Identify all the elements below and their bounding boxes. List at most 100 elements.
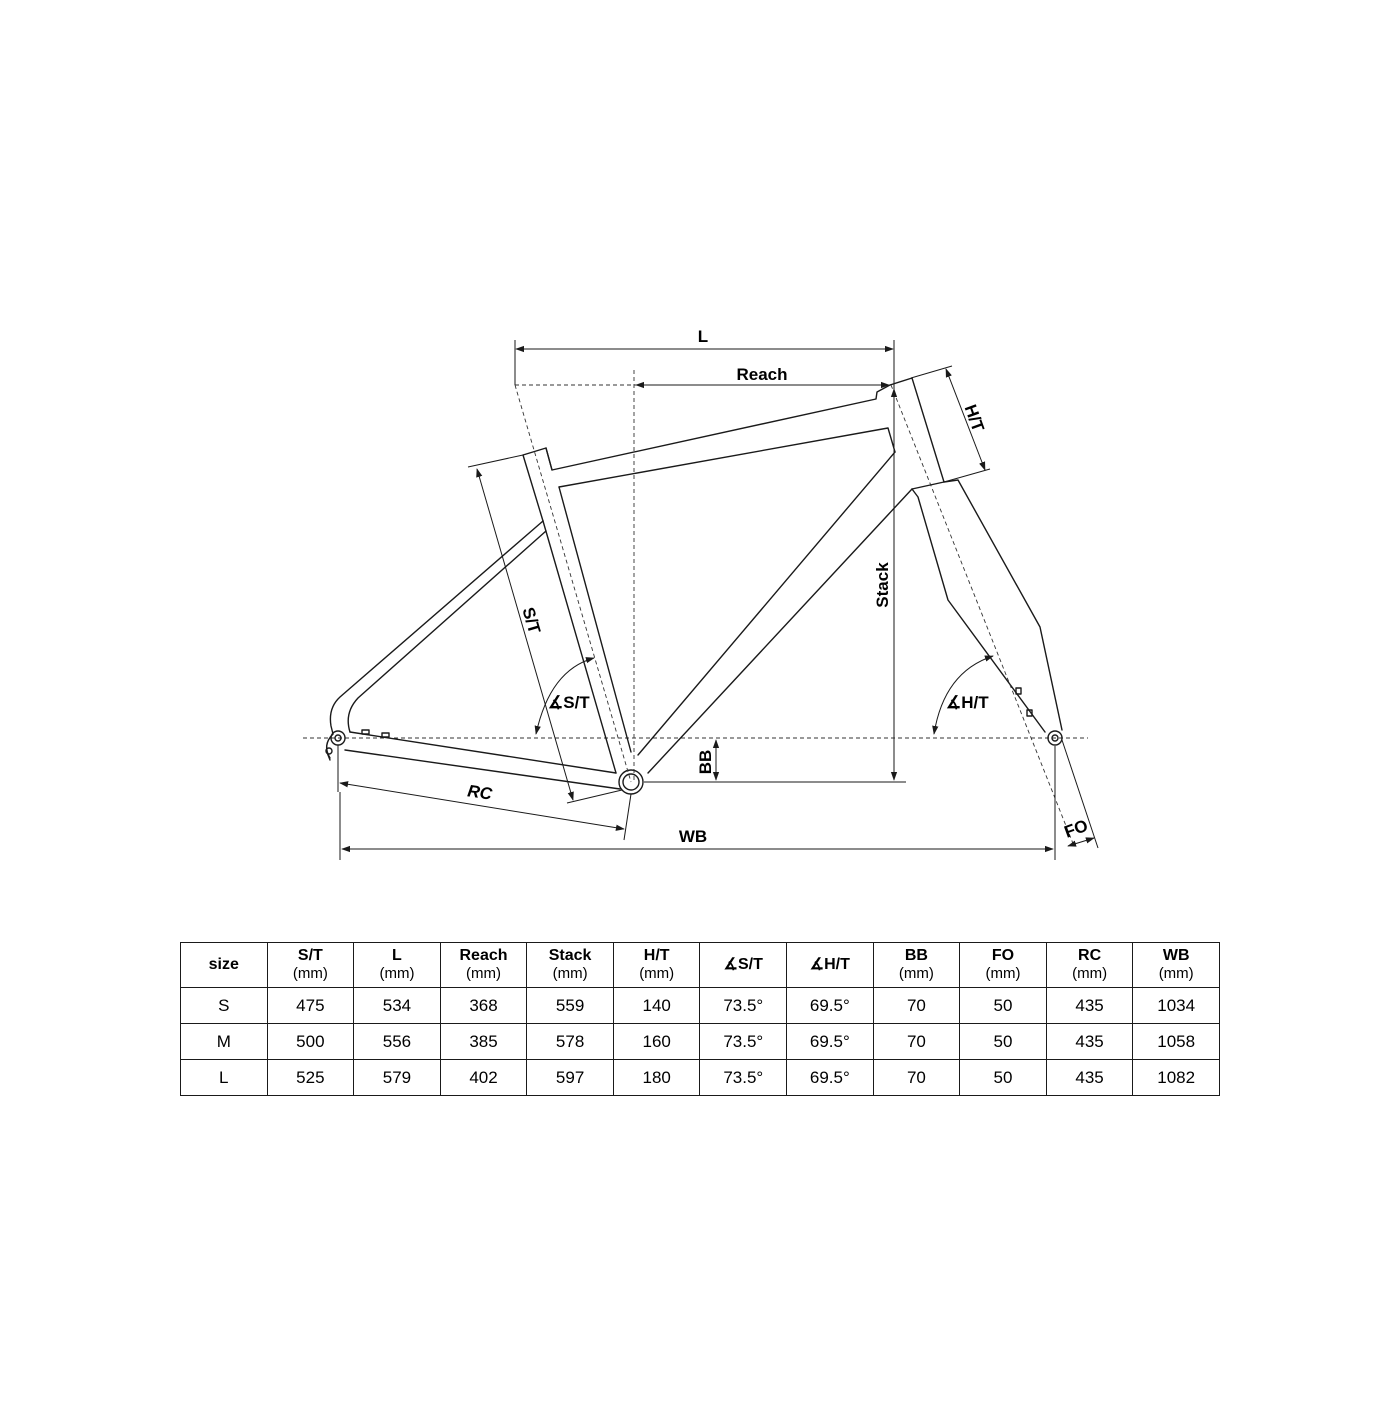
column-header-label: size [208,956,239,973]
fo-label: FO [1062,816,1091,842]
frame-geometry-diagram: L Reach H/T S/T Stack ∡S/T ∡H/T BB RC WB… [303,327,1099,860]
table-cell: 70 [872,987,961,1024]
column-header-unit: (mm) [292,965,328,982]
column-header-label: BB [904,947,928,964]
table-cell: 1034 [1132,987,1220,1024]
rc-label: RC [466,781,494,803]
ht-angle-arc [932,655,994,735]
size-cell: L [180,1059,268,1096]
column-header: S/T(mm) [266,942,355,988]
column-header: size [180,942,268,988]
st-label: S/T [518,605,544,636]
top-tube [545,384,891,471]
bike-frame-outline [325,377,1063,795]
chain-stay [344,731,621,790]
column-header-unit: (mm) [639,965,675,982]
column-header: BB(mm) [872,942,961,988]
table-cell: 534 [353,987,441,1024]
column-header-unit: (mm) [985,965,1021,982]
table-cell: 435 [1045,1059,1134,1096]
column-header-label: Stack [548,947,592,964]
column-header: Reach(mm) [439,942,528,988]
seat-tube-axis [514,384,632,783]
column-header-label: Reach [459,947,508,964]
cable-guide-1 [361,729,370,735]
column-header-label: S/T [297,947,323,964]
column-header-label: WB [1162,947,1190,964]
column-header-unit: (mm) [552,965,588,982]
table-cell: 73.5° [699,1059,788,1096]
table-cell: 50 [959,1023,1047,1060]
rear-axle-inner [334,734,342,742]
st-dimension-line [476,468,574,801]
column-header: H/T(mm) [612,942,701,988]
column-header: ∡S/T [699,942,788,988]
reach-label: Reach [736,365,787,384]
column-header-unit: (mm) [1072,965,1108,982]
ht-dimension-line [945,368,986,471]
bb-label: BB [696,750,715,775]
table-cell: 475 [266,987,355,1024]
column-header-label: L [392,947,402,964]
table-cell: 70 [872,1023,961,1060]
table-cell: 160 [612,1023,701,1060]
table-cell: 435 [1045,1023,1134,1060]
rc-dimension-line [339,781,625,831]
column-header-label: RC [1078,947,1102,964]
table-cell: 500 [266,1023,355,1060]
table-cell: 556 [353,1023,441,1060]
table-cell: 73.5° [699,1023,788,1060]
fo-ext [1061,739,1099,849]
table-cell: 578 [526,1023,614,1060]
fo-dimension-line [1067,837,1095,847]
wb-label: WB [679,827,707,846]
head-tube [889,377,945,490]
table-cell: 69.5° [786,1059,874,1096]
table-cell: 1058 [1132,1023,1220,1060]
ht-ext-bottom [943,468,991,483]
table-cell: 50 [959,1059,1047,1096]
l-label: L [698,327,708,346]
table-cell: 180 [612,1059,701,1096]
table-cell: 70 [872,1059,961,1096]
table-cell: 559 [526,987,614,1024]
seat-stay [329,520,547,735]
table-cell: 1082 [1132,1059,1220,1096]
size-cell: S [180,987,268,1024]
table-cell: 435 [1045,987,1134,1024]
table-cell: 69.5° [786,1023,874,1060]
st-ext-bottom [566,789,623,804]
fork-mount-1 [1015,687,1022,695]
table-cell: 402 [439,1059,528,1096]
table-cell: 525 [266,1059,355,1096]
column-header: ∡H/T [786,942,874,988]
size-cell: M [180,1023,268,1060]
fork [911,479,1063,733]
column-header: Stack(mm) [526,942,614,988]
cable-guide-2 [381,732,390,738]
column-header-unit: (mm) [466,965,502,982]
table-cell: 73.5° [699,987,788,1024]
column-header-label: H/T [643,947,670,964]
st-angle-arc [534,657,595,735]
steering-axis [890,384,1075,847]
column-header: L(mm) [353,942,441,988]
stack-label: Stack [873,562,892,608]
column-header-unit: (mm) [898,965,934,982]
ht-label: H/T [961,402,988,435]
rc-ext-bb [623,793,632,841]
table-cell: 385 [439,1023,528,1060]
table-cell: 140 [612,987,701,1024]
ht-ext-top [910,365,953,379]
table-cell: 597 [526,1059,614,1096]
column-header-label: FO [991,947,1015,964]
column-header: WB(mm) [1132,942,1220,988]
column-header-unit: (mm) [1158,965,1194,982]
table-cell: 368 [439,987,528,1024]
